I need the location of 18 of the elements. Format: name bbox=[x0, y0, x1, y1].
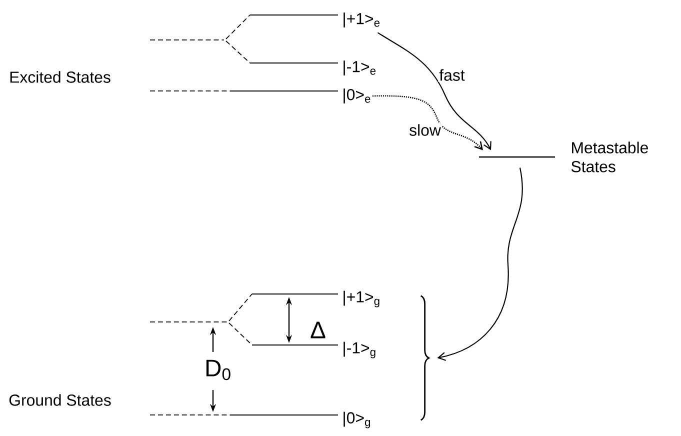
edge-label: fast bbox=[439, 69, 465, 81]
wavy-arrow bbox=[437, 168, 523, 361]
symbol-label: D$_{0}$ bbox=[206, 360, 230, 380]
wavy-arrow bbox=[377, 32, 492, 150]
state-label: |0>$_{e}$ bbox=[344, 88, 370, 104]
curly-brace bbox=[420, 295, 430, 421]
symbol-label: Δ bbox=[310, 322, 326, 338]
state-label: |0>$_{g}$ bbox=[344, 412, 370, 428]
state-label: |-1>$_{e}$ bbox=[344, 60, 376, 76]
group-label: Ground States bbox=[9, 394, 111, 406]
state-label: |-1>$_{g}$ bbox=[344, 342, 376, 358]
wavy-arrow bbox=[372, 95, 483, 150]
node-label: Metastable States bbox=[571, 142, 648, 172]
metastable-level: Metastable States bbox=[479, 142, 648, 172]
group-label: Excited States bbox=[10, 71, 110, 83]
edge-label: slow bbox=[410, 124, 441, 136]
state-label: |+1>$_{e}$ bbox=[344, 12, 380, 28]
state-label: |+1>$_{g}$ bbox=[344, 290, 380, 308]
